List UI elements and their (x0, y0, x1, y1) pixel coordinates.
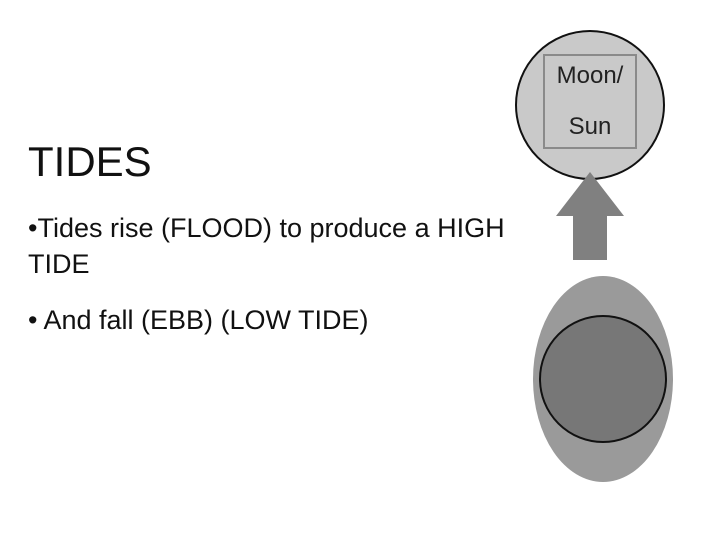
tidal-bulge-ellipse (533, 276, 673, 482)
bullet-text-flood: Tides rise (FLOOD) to produce a HIGH TID… (28, 213, 505, 279)
bullet-text-ebb: And fall (EBB) (LOW TIDE) (37, 305, 368, 335)
moon-sun-label-line1: Moon/ (557, 62, 624, 89)
moon-sun-circle (516, 31, 664, 179)
slide-title: TIDES (28, 137, 152, 187)
moon-sun-label-line2: Sun (569, 113, 612, 140)
moon-sun-label-box (544, 55, 636, 148)
bullet-item-ebb: • And fall (EBB) (LOW TIDE) (28, 302, 518, 338)
bullet-list: •Tides rise (FLOOD) to produce a HIGH TI… (28, 210, 518, 358)
earth-circle (540, 316, 666, 442)
up-arrow-icon (556, 172, 624, 260)
bullet-item-flood: •Tides rise (FLOOD) to produce a HIGH TI… (28, 210, 518, 282)
